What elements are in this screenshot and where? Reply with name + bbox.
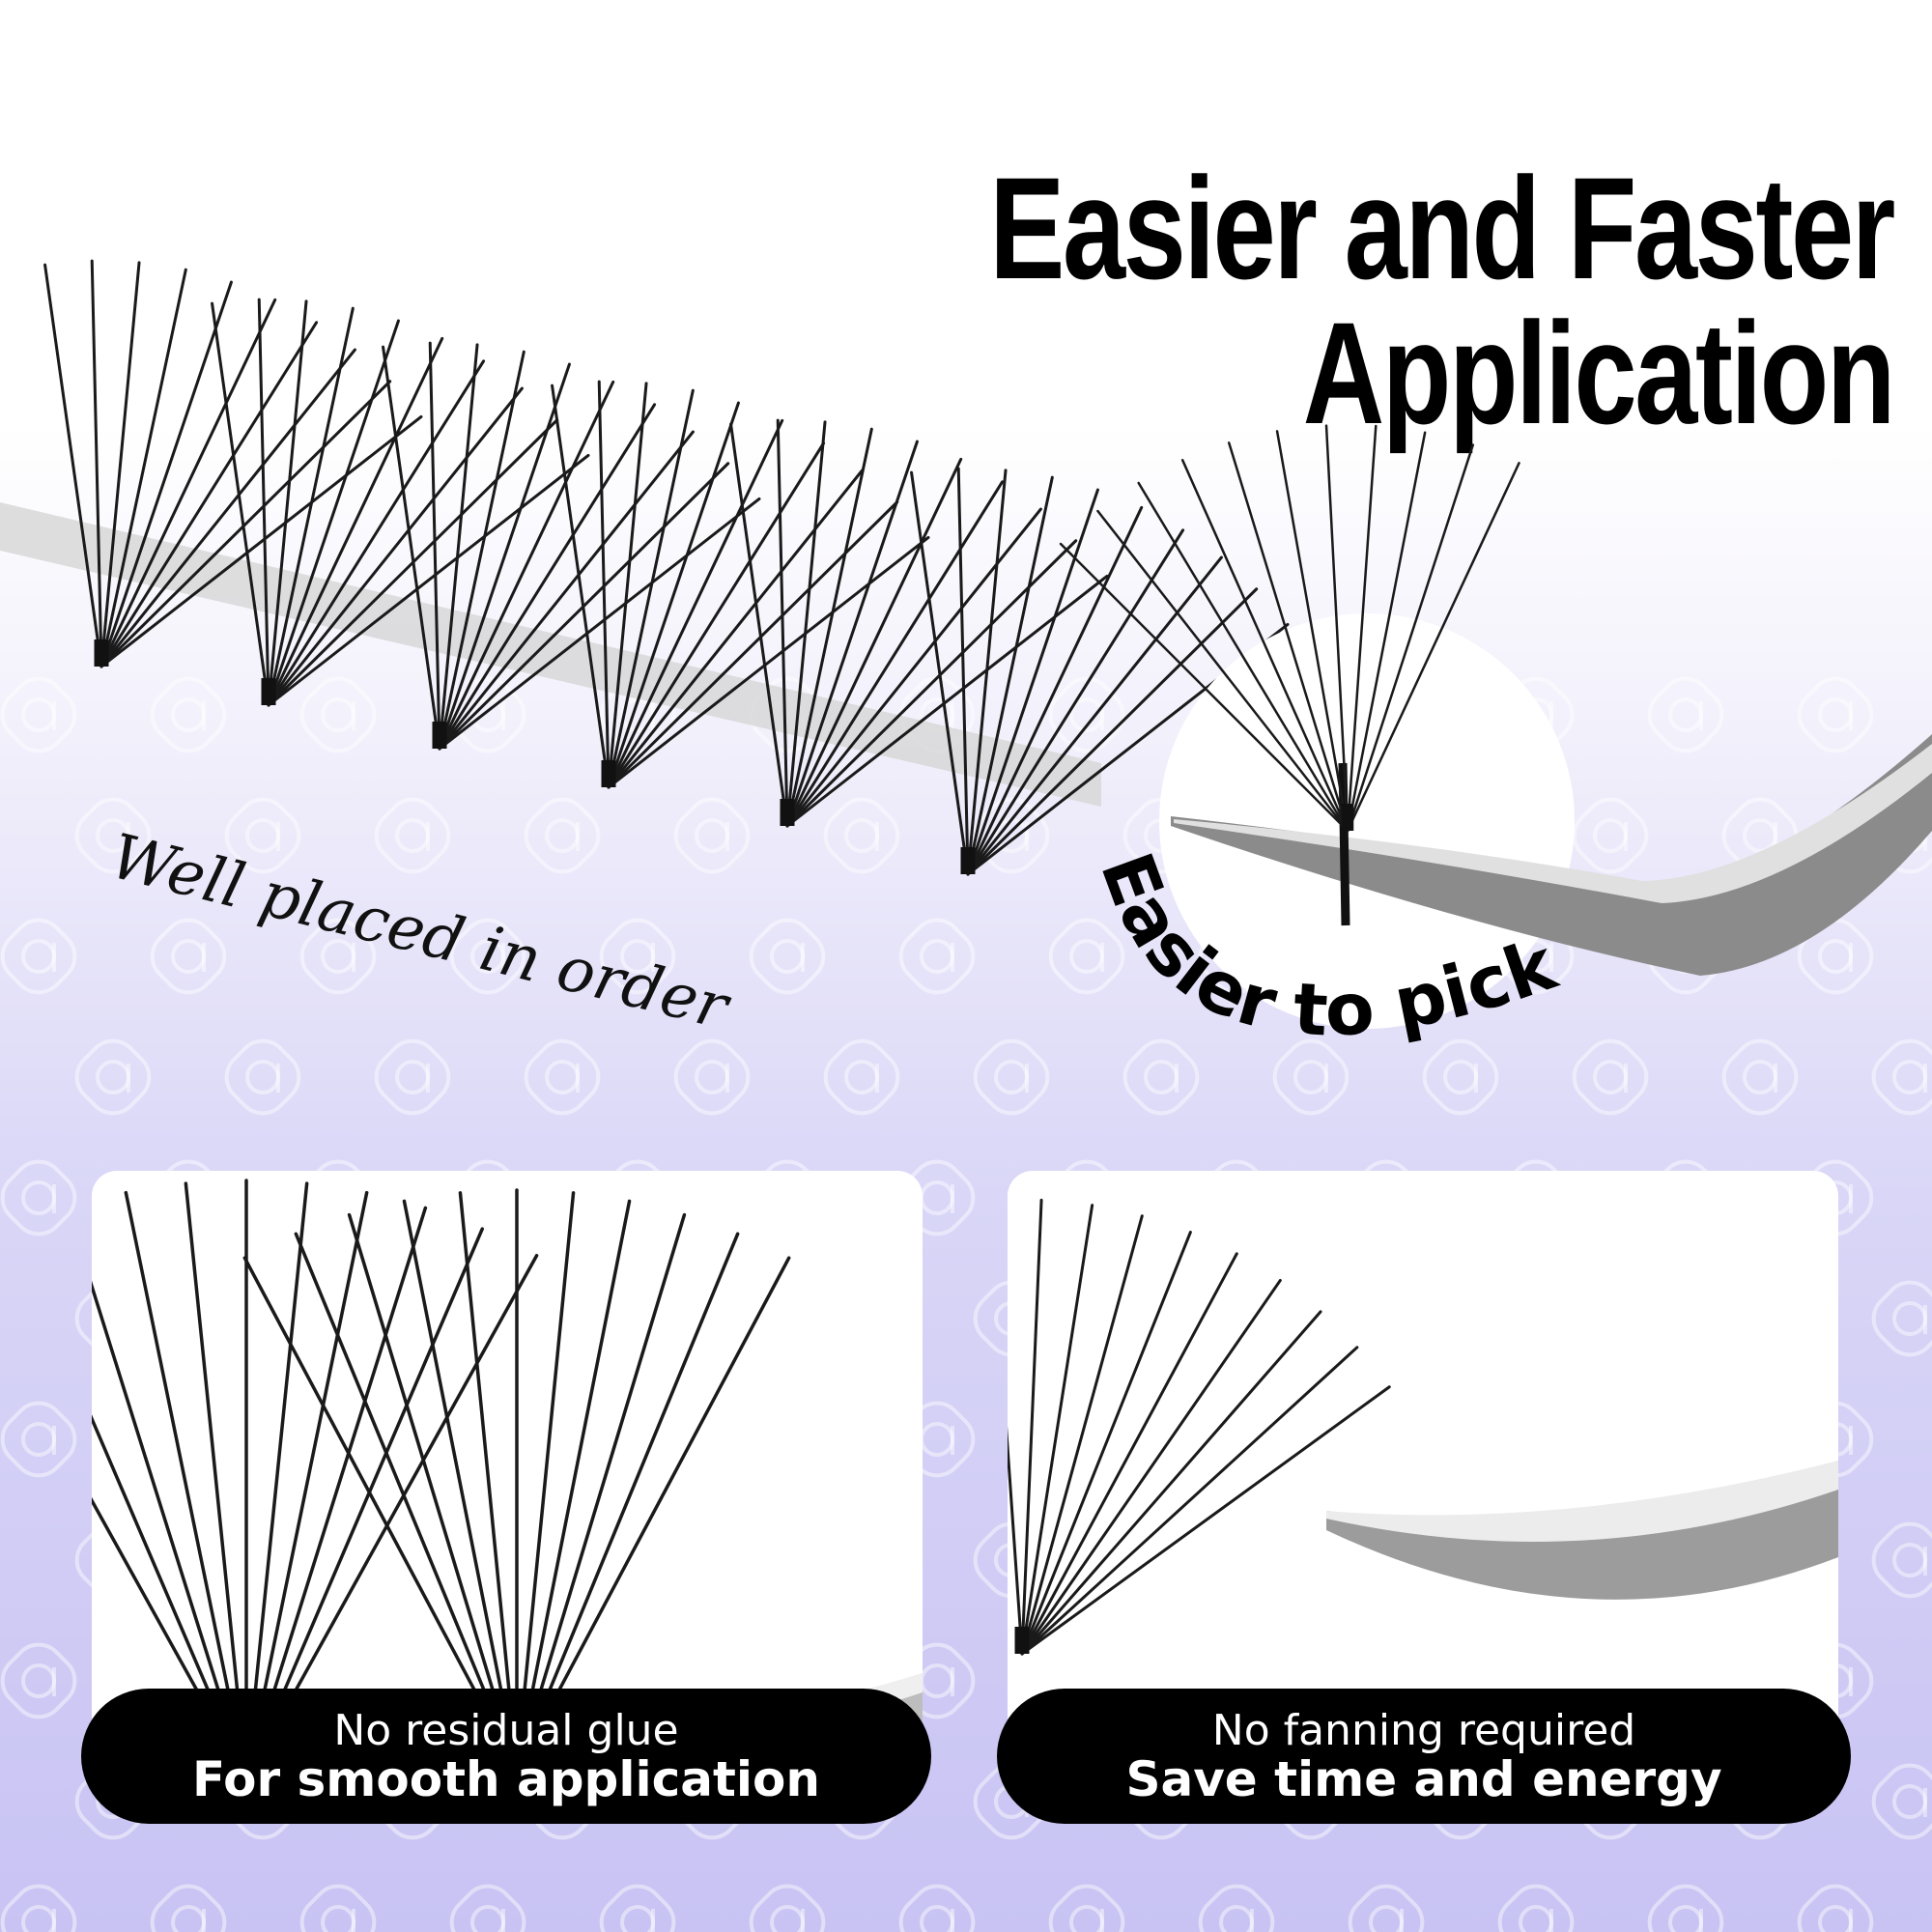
tweezers xyxy=(1171,734,1932,976)
pick-up-label-curved: Easier to pick up xyxy=(0,0,1589,1053)
caption-right-line2: Save time and energy xyxy=(1125,1751,1722,1808)
pick-up-text: Easier to pick up xyxy=(0,0,1589,1053)
highlight-circle xyxy=(1159,613,1575,1029)
caption-pill-right: No fanning required Save time and energy xyxy=(997,1689,1851,1824)
picked-lash-fan xyxy=(1059,424,1520,833)
caption-left-line2: For smooth application xyxy=(192,1751,820,1808)
caption-right-line1: No fanning required xyxy=(1211,1706,1636,1755)
page-title: Easier and Faster Application xyxy=(989,146,1895,454)
lash-fans xyxy=(43,259,1290,876)
panel-illustration-right xyxy=(1008,1198,1838,1656)
caption-left-line1: No residual glue xyxy=(333,1706,679,1755)
hero-illustration xyxy=(0,259,1932,1029)
lash-strip xyxy=(0,502,1101,807)
svg-text:Easier to pick up: Easier to pick up xyxy=(0,0,1589,1053)
caption-pill-left: No residual glue For smooth application xyxy=(81,1689,931,1824)
